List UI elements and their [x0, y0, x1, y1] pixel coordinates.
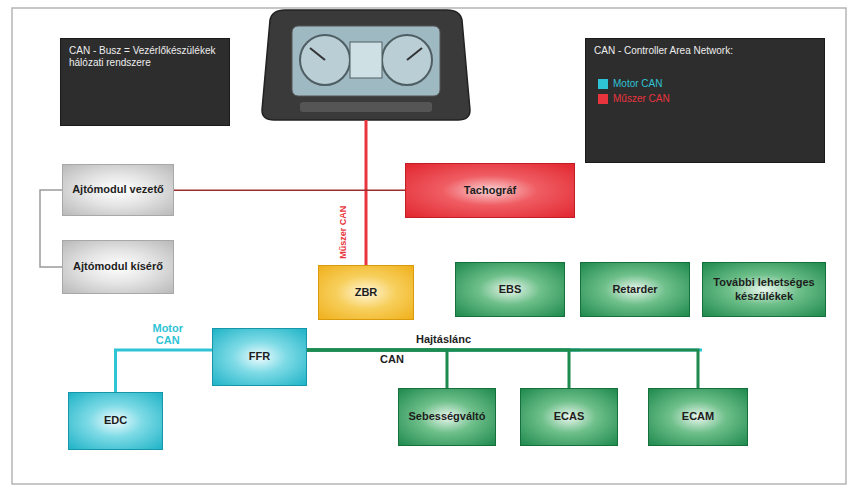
control-unit-box: Ajtómodul kísérő: [62, 240, 174, 294]
control-unit-box: Tachográf: [405, 163, 575, 218]
node-label: ECAS: [554, 410, 585, 423]
info-panel: CAN - Busz = Vezérlőkészülékek hálózati …: [60, 38, 230, 126]
instrument-can-wire: [365, 120, 368, 265]
legend-text: Műszer CAN: [613, 93, 670, 104]
can-bus-connector: [307, 350, 447, 388]
legend-text: Motor CAN: [613, 78, 662, 89]
bus-label: Motor CAN: [146, 322, 190, 347]
node-label: Tachográf: [464, 184, 516, 197]
node-label: FFR: [249, 350, 270, 363]
can-bus-connector: [260, 328, 703, 350]
can-bus-connector: [116, 350, 213, 392]
legend-row: Műszer CAN: [598, 93, 670, 104]
control-unit-box: További lehetséges készülékek: [702, 262, 826, 317]
bus-label: CAN: [378, 353, 406, 366]
legend-row: Motor CAN: [598, 78, 670, 89]
node-label: EBS: [499, 283, 522, 296]
control-unit-box: ECAS: [520, 388, 618, 446]
legend-swatch: [598, 94, 608, 104]
bus-label: Hajtáslánc: [414, 333, 473, 346]
node-label: CAN - Busz = Vezérlőkészülékek hálózati …: [69, 45, 221, 69]
node-label: Ajtómodul kísérő: [73, 260, 163, 273]
node-label: CAN - Controller Area Network:: [594, 45, 733, 57]
control-unit-box: Ajtómodul vezető: [62, 164, 174, 216]
control-unit-box: ZBR: [318, 265, 414, 320]
control-unit-box: Sebességváltó: [398, 388, 496, 446]
legend-swatch: [598, 79, 608, 89]
can-bus-connector: [307, 350, 569, 388]
can-bus-connector: [174, 190, 405, 192]
control-unit-box: FFR: [212, 328, 307, 386]
node-label: Ajtómodul vezető: [72, 183, 164, 196]
legend: Motor CAN Műszer CAN: [598, 78, 670, 108]
control-unit-box: EDC: [68, 392, 163, 450]
bus-label-vertical: Műszer CAN: [339, 203, 349, 260]
node-label: Retarder: [612, 283, 657, 296]
control-unit-box: Retarder: [580, 262, 690, 317]
instrument-cluster: [262, 10, 470, 120]
control-unit-box: ECAM: [648, 388, 748, 446]
node-label: ZBR: [355, 286, 378, 299]
node-label: EDC: [104, 414, 127, 427]
node-label: További lehetséges készülékek: [709, 276, 819, 302]
node-label: Sebességváltó: [408, 410, 485, 423]
can-bus-connector: [260, 328, 581, 350]
can-bus-connector: [307, 350, 698, 388]
control-unit-box: EBS: [455, 262, 565, 317]
can-bus-connector: [40, 190, 62, 267]
page-frame: [12, 8, 846, 484]
node-label: ECAM: [682, 410, 714, 423]
